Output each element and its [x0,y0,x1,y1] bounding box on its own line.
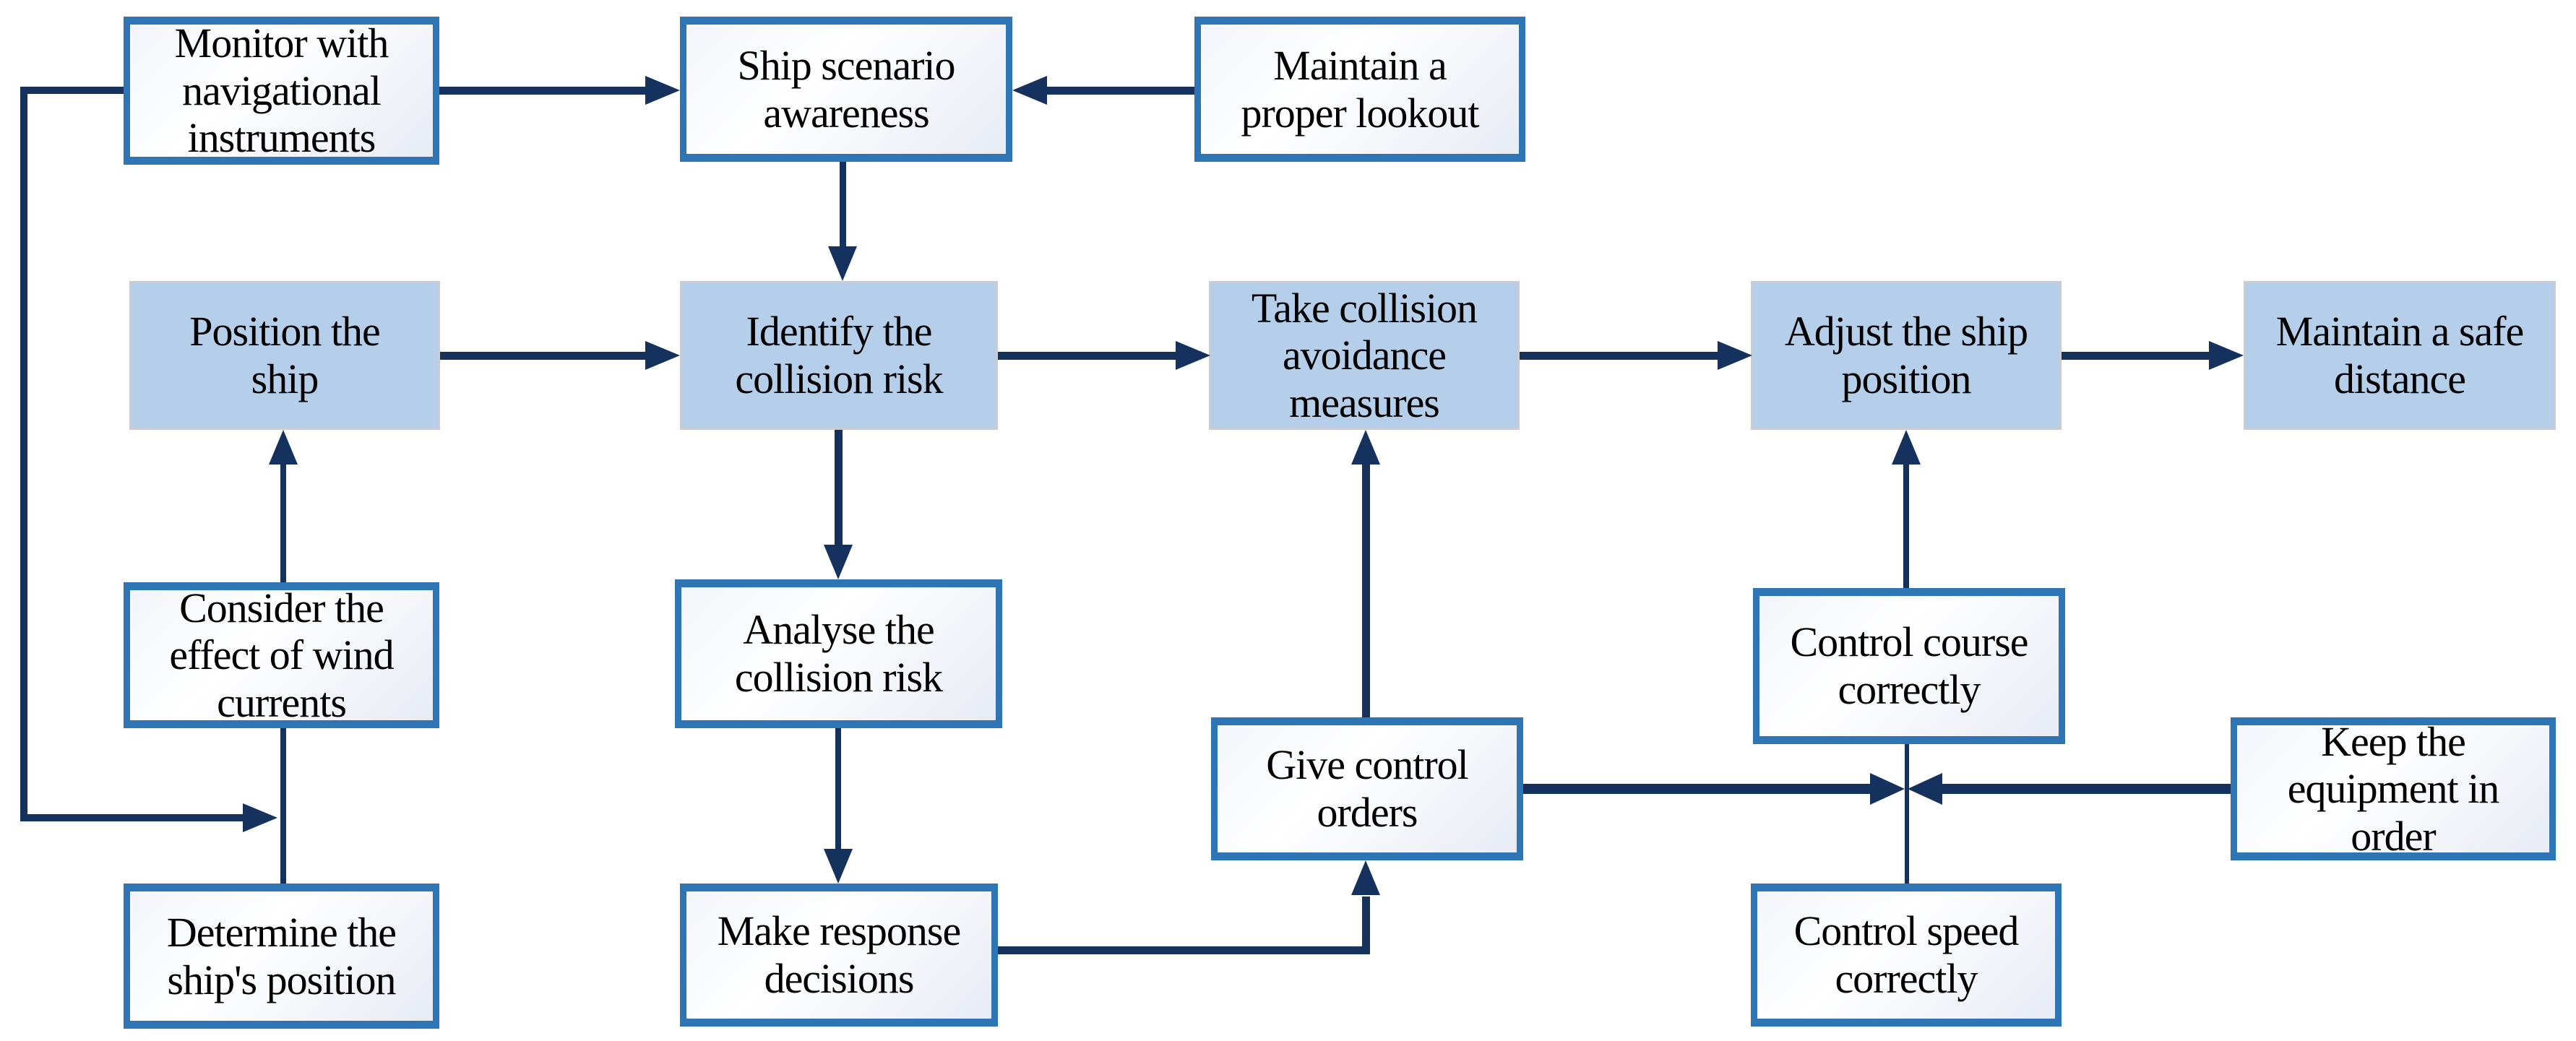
arrowhead-right-icon [2209,341,2244,370]
arrowhead-right-icon [243,803,277,832]
edge-give-orders-to-take-measures [1362,465,1370,717]
edge-ship-scenario-to-identify [840,162,846,246]
node-label: Control speed correctly [1793,907,2020,1002]
arrowhead-up-icon [1892,430,1921,465]
node-label: Take collision avoidance measures [1251,284,1478,426]
node-give-control-orders: Give control orders [1211,717,1523,860]
arrowhead-right-icon [645,76,680,105]
node-label: Control course correctly [1790,618,2028,713]
edge-control-course-to-adjust [1903,465,1909,588]
node-label: Make response decisions [717,907,962,1002]
edge-give-orders-to-control-link [1523,784,1870,794]
edge-analyse-to-make-decisions [835,728,841,849]
node-make-response-decisions: Make response decisions [680,884,998,1027]
edge-monitor-to-ship-scenario [439,87,645,95]
edge-monitor-elbow-bottom [20,814,243,821]
node-adjust-ship-position: Adjust the ship position [1751,281,2062,430]
edge-identify-to-analyse [835,430,843,545]
node-label: Position the ship [189,308,381,402]
node-maintain-safe-distance: Maintain a safe distance [2244,281,2556,430]
edge-determine-to-consider-wind [280,728,286,884]
arrowhead-up-icon [1351,860,1380,895]
node-maintain-proper-lookout: Maintain a proper lookout [1194,17,1525,162]
node-control-course-correctly: Control course correctly [1753,588,2065,744]
node-monitor-instruments: Monitor with navigational instruments [124,17,439,165]
node-label: Analyse the collision risk [734,606,943,701]
node-determine-ships-position: Determine the ship's position [124,884,439,1029]
arrowhead-right-icon [645,341,680,370]
edge-monitor-elbow-vertical [20,87,27,821]
node-label: Consider the effect of wind currents [169,584,394,726]
node-keep-equipment-in-order: Keep the equipment in order [2231,717,2556,860]
edge-position-to-identify [440,352,647,360]
arrowhead-right-icon [1176,341,1210,370]
edge-consider-wind-to-position [280,465,286,582]
node-label: Determine the ship's position [166,908,397,1003]
edge-lookout-to-ship-scenario [1047,87,1194,95]
node-label: Ship scenario awareness [737,41,955,137]
node-label: Identify the collision risk [735,308,943,402]
node-label: Maintain a proper lookout [1241,41,1479,137]
arrowhead-down-icon [824,849,853,884]
arrowhead-left-icon [1908,773,1942,805]
arrowhead-up-icon [269,430,298,465]
node-label: Keep the equipment in order [2287,717,2499,860]
arrowhead-right-icon [1870,773,1905,805]
edge-take-measures-to-adjust [1520,352,1718,360]
edge-monitor-elbow-top [20,87,124,94]
arrowhead-down-icon [828,246,857,281]
edge-make-decisions-elbow-vertical [1362,897,1370,954]
arrowhead-up-icon [1351,430,1380,465]
node-label: Adjust the ship position [1784,308,2028,402]
node-ship-scenario-awareness: Ship scenario awareness [680,17,1012,162]
node-label: Maintain a safe distance [2275,308,2525,402]
edge-keep-equipment-to-control-link [1942,784,2231,794]
edge-control-speed-to-control-course [1905,744,1909,884]
node-take-collision-avoidance-measures: Take collision avoidance measures [1209,281,1520,430]
arrowhead-left-icon [1012,76,1047,105]
node-label: Monitor with navigational instruments [174,20,389,162]
arrowhead-right-icon [1718,341,1752,370]
node-control-speed-correctly: Control speed correctly [1751,884,2062,1027]
edge-make-decisions-elbow-horizontal [998,946,1370,954]
node-identify-collision-risk: Identify the collision risk [680,281,998,430]
arrowhead-down-icon [824,545,853,579]
edge-identify-to-take-measures [998,352,1176,360]
node-consider-wind-currents: Consider the effect of wind currents [124,582,439,728]
edge-adjust-to-safe-distance [2062,352,2209,360]
node-label: Give control orders [1266,741,1469,836]
node-analyse-collision-risk: Analyse the collision risk [675,579,1002,728]
node-position-the-ship: Position the ship [129,281,440,430]
